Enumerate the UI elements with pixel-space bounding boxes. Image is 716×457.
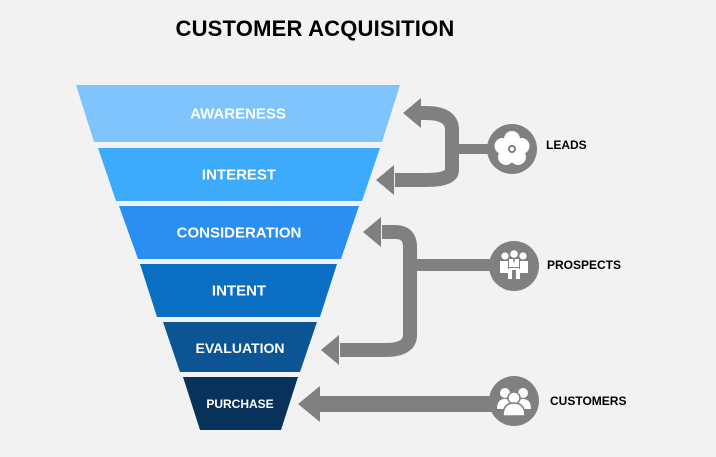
prospects-connector xyxy=(321,217,539,365)
stage-purchase-label: PURCHASE xyxy=(206,397,273,411)
stage-interest-label: INTEREST xyxy=(202,167,276,184)
stage-interest-shape xyxy=(98,148,380,201)
customers-arrowhead xyxy=(298,386,320,422)
stage-intent-shape xyxy=(140,264,337,317)
prospects-upper-arrowhead xyxy=(363,217,381,247)
stage-consideration-label: CONSIDERATION xyxy=(177,225,302,242)
prospects-branch-line xyxy=(410,259,495,271)
stage-evaluation-label: EVALUATION xyxy=(196,340,285,356)
prospects-lower-arrowhead xyxy=(321,335,339,365)
group-people-icon xyxy=(497,388,531,417)
leads-upper-arrowhead xyxy=(403,98,421,128)
stage-consideration: CONSIDERATION xyxy=(119,206,359,259)
stage-interest: INTEREST xyxy=(98,148,380,201)
group-label-prospects: PROSPECTS xyxy=(547,258,621,272)
group-label-customers: CUSTOMERS xyxy=(550,394,626,408)
customers-connector xyxy=(298,376,539,426)
leads-branch-line xyxy=(452,144,494,154)
meeting-people-icon xyxy=(500,250,528,279)
stage-purchase-shape xyxy=(183,377,298,430)
stage-consideration-shape xyxy=(119,206,359,259)
stage-awareness-label: AWARENESS xyxy=(190,106,286,123)
stage-awareness-shape xyxy=(76,85,400,142)
group-label-leads: LEADS xyxy=(546,138,587,152)
customers-shaft xyxy=(318,396,498,412)
leads-upper-arrow-shaft xyxy=(395,106,459,187)
stage-purchase: PURCHASE xyxy=(183,377,298,430)
stage-evaluation: EVALUATION xyxy=(163,322,317,372)
stage-evaluation-shape xyxy=(163,322,317,372)
diagram-title: CUSTOMER ACQUISITION xyxy=(175,16,455,41)
flower-icon xyxy=(494,131,530,165)
funnel-stages: AWARENESS INTEREST CONSIDERATION INTENT … xyxy=(76,85,400,430)
stage-intent-label: INTENT xyxy=(212,283,266,300)
stage-awareness: AWARENESS xyxy=(76,85,400,142)
prospects-shaft xyxy=(340,225,417,357)
stage-intent: INTENT xyxy=(140,264,337,317)
leads-lower-arrowhead xyxy=(376,165,394,195)
